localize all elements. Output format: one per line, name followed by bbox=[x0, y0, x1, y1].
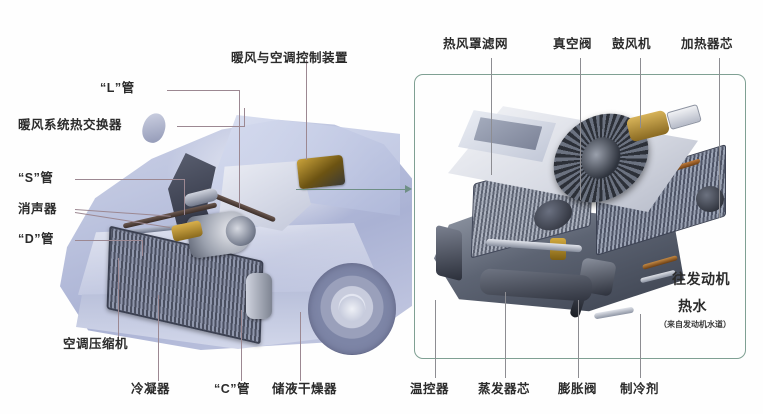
heater-heat-exchanger-part bbox=[138, 110, 170, 146]
label-receiver-drier: 储液干燥器 bbox=[272, 382, 338, 396]
leader-expansion-v bbox=[578, 300, 579, 378]
label-vacuum-valve: 真空阀 bbox=[553, 37, 593, 51]
label-d-pipe: “D”管 bbox=[18, 232, 55, 246]
leader-c-pipe-v bbox=[241, 310, 242, 381]
leader-thermostat-v bbox=[435, 300, 436, 378]
leader-l-pipe-v bbox=[239, 90, 240, 208]
leader-s-pipe-h bbox=[75, 179, 185, 180]
front-wheel bbox=[308, 263, 396, 355]
leader-hx-v bbox=[244, 108, 245, 126]
thermostat-part bbox=[436, 224, 462, 282]
leader-control-unit-v bbox=[306, 60, 307, 160]
hvac-module-illustration bbox=[428, 78, 740, 350]
leader-s-pipe-v bbox=[184, 179, 185, 215]
receiver-drier-part bbox=[246, 273, 272, 319]
refrigerant-inlet-pipe bbox=[593, 306, 635, 320]
label-c-pipe: “C”管 bbox=[214, 382, 251, 396]
leader-heater-core-v bbox=[719, 58, 720, 218]
label-expansion-valve: 膨胀阀 bbox=[558, 382, 598, 396]
leader-vacuum-valve-v bbox=[580, 58, 581, 200]
leader-drier-v bbox=[300, 312, 301, 381]
leader-filter-v bbox=[491, 58, 492, 175]
panel-link-line bbox=[296, 189, 406, 191]
label-l-pipe: “L”管 bbox=[100, 81, 135, 95]
leader-l-pipe-h bbox=[167, 90, 240, 91]
leader-d-pipe-v bbox=[142, 240, 143, 256]
label-heater-core: 加热器芯 bbox=[681, 37, 734, 51]
callout-to-engine-line1: 往发动机 bbox=[672, 271, 730, 287]
leader-condenser-v bbox=[158, 295, 159, 381]
label-thermostat: 温控器 bbox=[410, 382, 450, 396]
leader-d-pipe-h bbox=[75, 240, 143, 241]
label-refrigerant: 制冷剂 bbox=[620, 382, 660, 396]
panel-link-arrow-icon bbox=[405, 185, 412, 193]
leader-compressor-v bbox=[118, 258, 119, 342]
label-blower-motor: 鼓风机 bbox=[612, 37, 652, 51]
leader-refrigerant-v bbox=[640, 314, 641, 378]
label-hot-air-hood-filter: 热风罩滤网 bbox=[443, 37, 509, 51]
label-evaporator-core: 蒸发器芯 bbox=[478, 382, 531, 396]
label-muffler: 消声器 bbox=[18, 202, 58, 216]
label-ac-compressor: 空调压缩机 bbox=[63, 337, 129, 351]
label-control-unit: 暖风与空调控制装置 bbox=[231, 51, 349, 65]
callout-to-engine-line3: （来自发动机水道） bbox=[659, 320, 731, 329]
leader-blower-v bbox=[640, 58, 641, 128]
blower-connector bbox=[666, 103, 702, 131]
leader-evaporator-v bbox=[505, 292, 506, 378]
heater-ac-control-unit-part bbox=[296, 154, 346, 190]
label-s-pipe: “S”管 bbox=[18, 171, 54, 185]
label-condenser: 冷凝器 bbox=[131, 382, 171, 396]
callout-to-engine-line2: 热水 bbox=[678, 298, 707, 314]
leader-hx-h bbox=[177, 126, 245, 127]
vehicle-illustration bbox=[60, 95, 420, 385]
label-heater-core-hx: 暖风系统热交换器 bbox=[18, 118, 123, 132]
